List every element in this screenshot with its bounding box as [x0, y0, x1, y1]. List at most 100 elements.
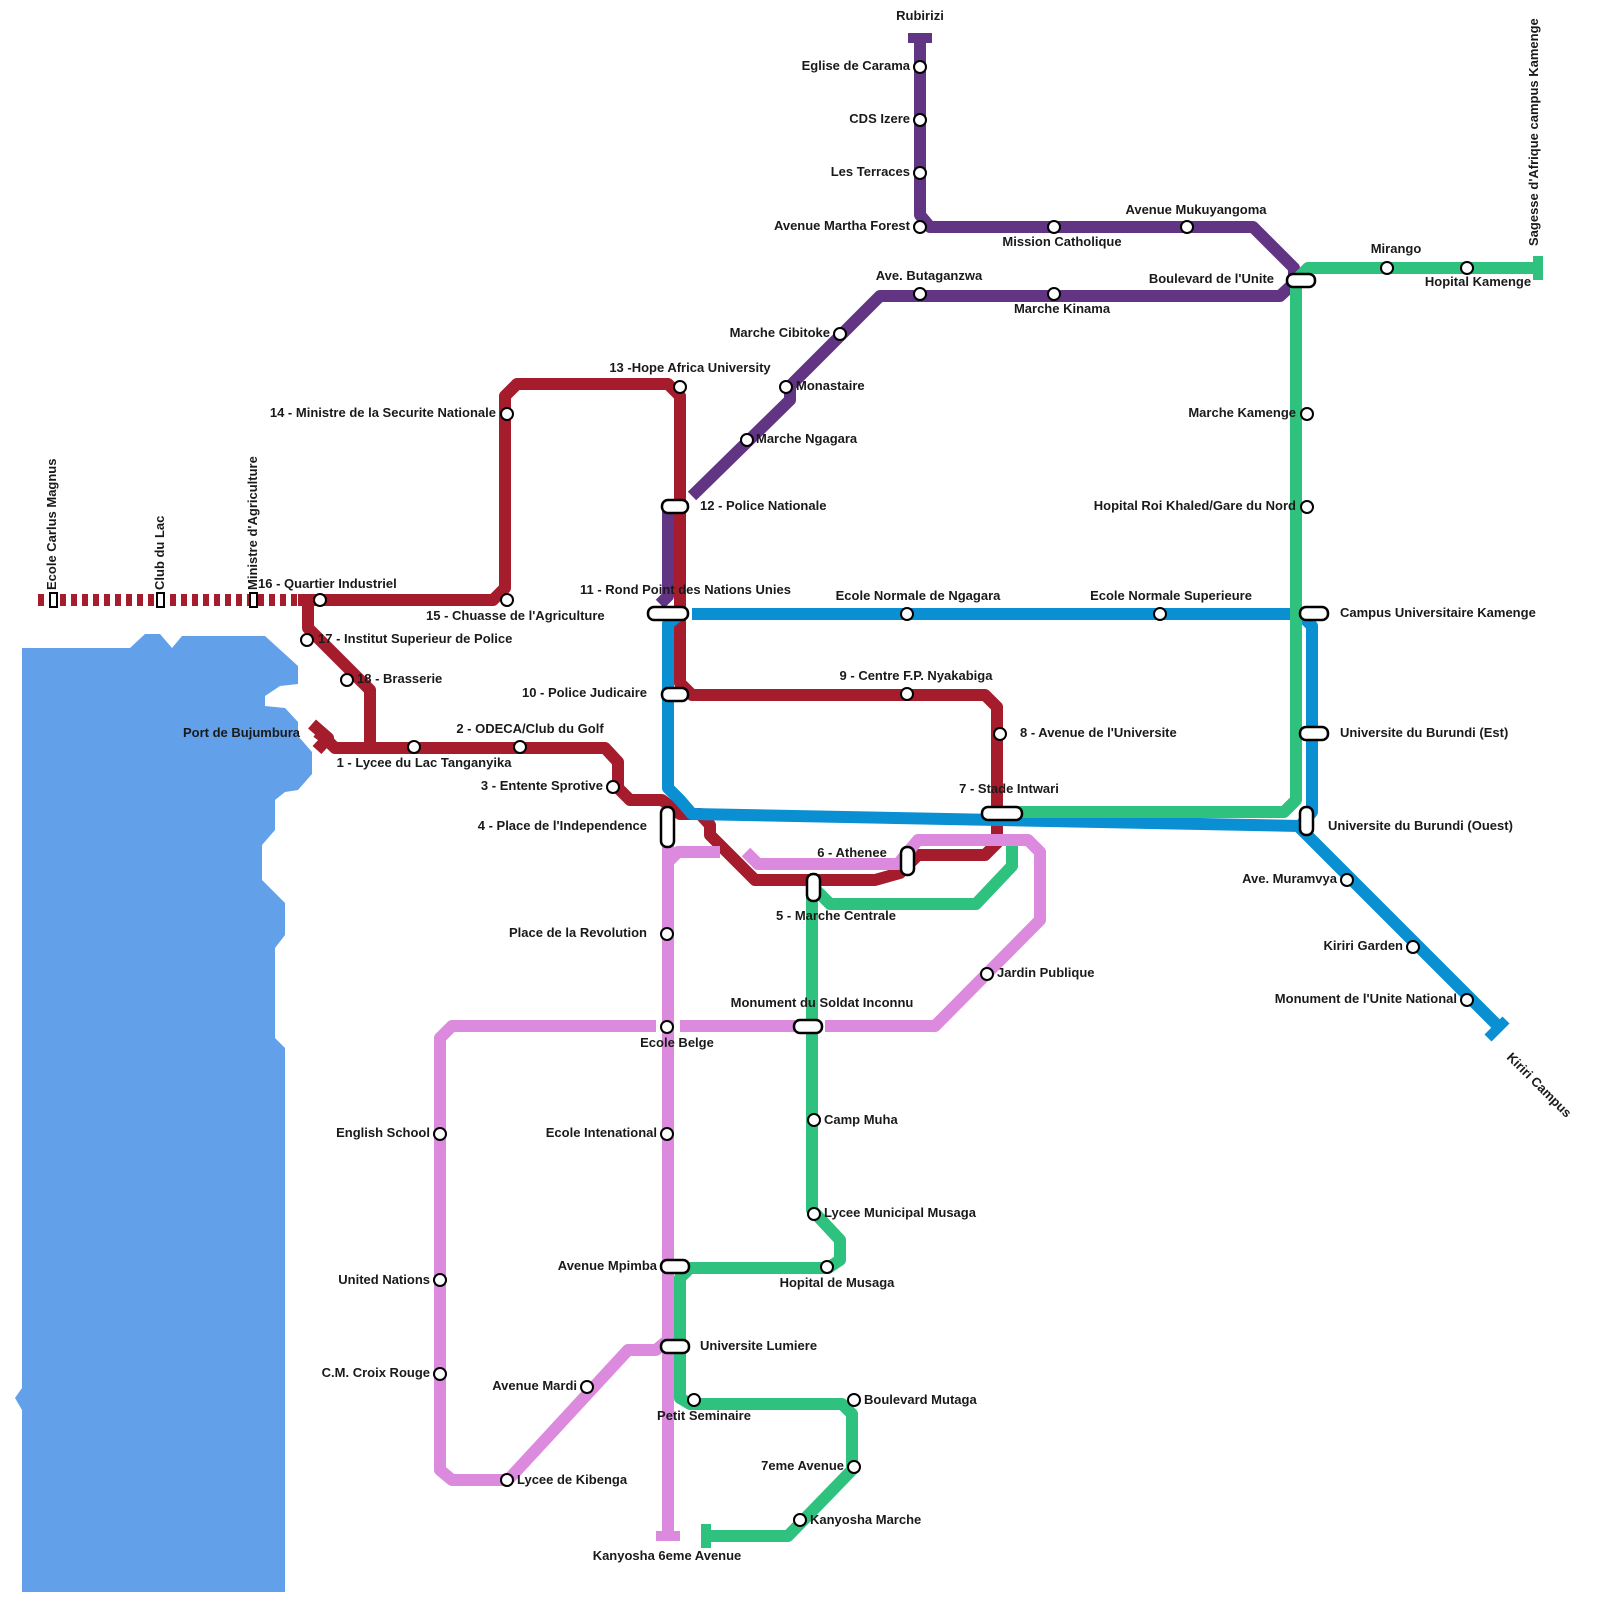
station-ecole-normale-sup[interactable] — [1153, 607, 1167, 621]
interchange-avenue-mpimba[interactable] — [659, 1258, 691, 1275]
label-hopital-kamenge: Hopital Kamenge — [1425, 274, 1531, 289]
station-quartier-industriel[interactable] — [313, 593, 327, 607]
label-marche-cibitoke: Marche Cibitoke — [730, 325, 830, 340]
station-hopital-musaga[interactable] — [820, 1260, 834, 1274]
label-eglise-carama: Eglise de Carama — [802, 58, 911, 73]
station-lycee-musaga[interactable] — [807, 1207, 821, 1221]
label-ministre-securite: 14 - Ministre de la Securite Nationale — [270, 405, 496, 420]
label-campus-kamenge: Campus Universitaire Kamenge — [1340, 605, 1536, 620]
station-petit-seminaire[interactable] — [687, 1393, 701, 1407]
label-ave-universite: 8 - Avenue de l'Universite — [1020, 725, 1177, 740]
pink-line-west — [434, 1020, 672, 1486]
station-marche-kamenge[interactable] — [1300, 407, 1314, 421]
interchange-place-independence[interactable] — [659, 805, 676, 849]
station-lycee-kibenga[interactable] — [500, 1473, 514, 1487]
station-chuasse-agriculture[interactable] — [500, 593, 514, 607]
station-eglise-carama[interactable] — [913, 60, 927, 74]
station-les-terraces[interactable] — [913, 166, 927, 180]
station-ave-mukuyangoma[interactable] — [1180, 220, 1194, 234]
label-croix-rouge: C.M. Croix Rouge — [322, 1365, 430, 1380]
label-mirango: Mirango — [1371, 241, 1422, 256]
interchange-athenee[interactable] — [899, 845, 916, 877]
station-ecole-normale-ngagara[interactable] — [900, 607, 914, 621]
label-brasserie: 18 - Brasserie — [357, 671, 442, 686]
station-brasserie[interactable] — [340, 673, 354, 687]
station-english-school[interactable] — [433, 1127, 447, 1141]
interchange-univ-est[interactable] — [1298, 725, 1330, 742]
label-ave-mukuyangoma: Avenue Mukuyangoma — [1125, 202, 1267, 217]
label-ecole-carlus: Ecole Carlus Magnus — [44, 459, 59, 590]
station-ave-martha-forest[interactable] — [913, 220, 927, 234]
interchange-police-judicaire[interactable] — [660, 686, 690, 703]
station-ecole-belge[interactable] — [660, 1020, 674, 1034]
station-marche-kinama[interactable] — [1047, 287, 1061, 301]
label-kiriri-campus: Kiriri Campus — [1504, 1050, 1575, 1121]
label-ave-muramvya: Ave. Muramvya — [1242, 871, 1338, 886]
label-ecole-normale-sup: Ecole Normale Superieure — [1090, 588, 1252, 603]
interchange-campus-kamenge[interactable] — [1298, 605, 1330, 622]
station-centre-nyakabiga[interactable] — [900, 687, 914, 701]
station-mirango[interactable] — [1380, 261, 1394, 275]
interchange-stade-intwari[interactable] — [980, 805, 1024, 822]
label-centre-nyakabiga: 9 - Centre F.P. Nyakabiga — [840, 668, 994, 683]
label-ecole-belge: Ecole Belge — [640, 1035, 714, 1050]
station-ave-universite[interactable] — [993, 727, 1007, 741]
station-ave-butaganzwa[interactable] — [913, 287, 927, 301]
station-jardin-publique[interactable] — [980, 967, 994, 981]
station-odeca[interactable] — [513, 740, 527, 754]
station-mission-catholique[interactable] — [1047, 220, 1061, 234]
station-hopital-roi-khaled[interactable] — [1300, 500, 1314, 514]
station-hope-africa[interactable] — [673, 380, 687, 394]
station-institut-police[interactable] — [300, 633, 314, 647]
label-avenue-mardi: Avenue Mardi — [492, 1378, 577, 1393]
station-united-nations[interactable] — [433, 1273, 447, 1287]
station-entente-sprotive[interactable] — [606, 780, 620, 794]
station-place-revolution[interactable] — [660, 927, 674, 941]
green-line-south — [674, 846, 1018, 1542]
interchange-blvd-unite[interactable] — [1285, 272, 1317, 289]
station-kiriri-garden[interactable] — [1406, 940, 1420, 954]
label-lycee-kibenga: Lycee de Kibenga — [517, 1472, 628, 1487]
interchange-univ-ouest[interactable] — [1298, 805, 1315, 837]
station-kanyosha-marche[interactable] — [793, 1513, 807, 1527]
interchange-rond-point[interactable] — [646, 605, 690, 622]
dashed-stations — [49, 592, 258, 608]
station-club-du-lac[interactable] — [156, 592, 165, 608]
label-kanyosha-marche: Kanyosha Marche — [810, 1512, 921, 1527]
station-marche-cibitoke[interactable] — [833, 327, 847, 341]
label-hopital-musaga: Hopital de Musaga — [780, 1275, 896, 1290]
label-cds-izere: CDS Izere — [849, 111, 910, 126]
label-monument-soldat: Monument du Soldat Inconnu — [731, 995, 914, 1010]
station-septieme-avenue[interactable] — [847, 1460, 861, 1474]
station-avenue-mardi[interactable] — [580, 1380, 594, 1394]
station-monument-unite[interactable] — [1460, 993, 1474, 1007]
interchange-marche-centrale[interactable] — [805, 872, 822, 903]
station-marche-ngagara[interactable] — [740, 433, 754, 447]
label-odeca: 2 - ODECA/Club du Golf — [456, 721, 604, 736]
label-septieme-avenue: 7eme Avenue — [761, 1458, 844, 1473]
interchange-monument-soldat[interactable] — [792, 1018, 824, 1035]
interchange-police-nationale[interactable] — [660, 498, 690, 515]
interchange-univ-lumiere[interactable] — [659, 1338, 691, 1355]
station-ave-muramvya[interactable] — [1340, 873, 1354, 887]
lake-tanganyika — [15, 634, 312, 1592]
label-police-nationale: 12 - Police Nationale — [700, 498, 826, 513]
station-cds-izere[interactable] — [913, 113, 927, 127]
label-hope-africa: 13 -Hope Africa University — [609, 360, 771, 375]
station-ecole-intenational[interactable] — [660, 1127, 674, 1141]
label-english-school: English School — [336, 1125, 430, 1140]
station-ministre-securite[interactable] — [500, 407, 514, 421]
station-croix-rouge[interactable] — [433, 1367, 447, 1381]
label-ave-martha-forest: Avenue Martha Forest — [774, 218, 911, 233]
station-ministre-agriculture[interactable] — [249, 592, 258, 608]
station-monastaire[interactable] — [779, 380, 793, 394]
station-camp-muha[interactable] — [807, 1113, 821, 1127]
station-hopital-kamenge[interactable] — [1460, 261, 1474, 275]
labels: Rubirizi Eglise de Carama CDS Izere Les … — [44, 8, 1575, 1563]
station-lycee-lac[interactable] — [407, 740, 421, 754]
label-ministre-agriculture: Ministre d'Agriculture — [245, 456, 260, 590]
station-boulevard-mutaga[interactable] — [847, 1393, 861, 1407]
station-ecole-carlus[interactable] — [49, 592, 58, 608]
label-chuasse-agriculture: 15 - Chuasse de l'Agriculture — [426, 608, 605, 623]
